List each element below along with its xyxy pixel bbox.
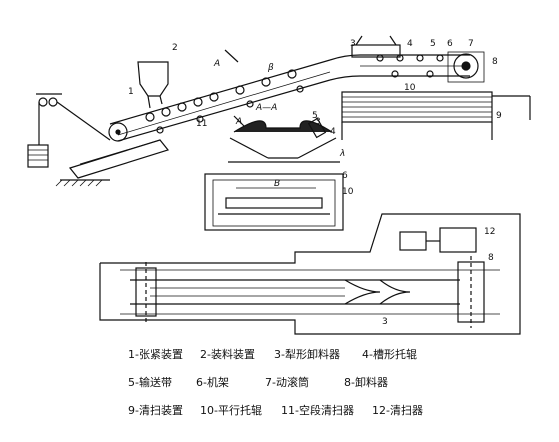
legend-item: 8-卸料器 (344, 376, 388, 389)
callout-7: 7 (468, 39, 474, 49)
callout-4-section: 4 (330, 127, 336, 137)
legend-row-2: 5-输送带 6-机架 7-动滚筒 8-卸料器 (0, 374, 559, 390)
tension-pulley-left (38, 97, 48, 107)
beta-label: β (267, 63, 274, 73)
callout-6-frame: 6 (342, 171, 348, 181)
callout-12: 12 (484, 227, 495, 237)
plan-frame (99, 213, 521, 335)
trough-idler-right (297, 137, 337, 159)
section-a-top-label: A (213, 59, 220, 69)
head-frame (447, 51, 485, 83)
width-b-label: B (274, 179, 280, 189)
trough-material (233, 120, 333, 133)
legend-item: 1-张紧装置 (128, 348, 183, 361)
reducer (439, 227, 477, 253)
callout-10: 10 (404, 83, 416, 93)
callout-3: 3 (350, 39, 356, 49)
legend-row-3: 9-清扫装置 10-平行托辊 11-空段清扫器 12-清扫器 (0, 402, 559, 418)
legend-row-1: 1-张紧装置 2-装料装置 3-犁形卸料器 4-槽形托辊 (0, 346, 559, 362)
counter-weight (27, 144, 49, 168)
callout-6: 6 (447, 39, 453, 49)
callout-8-plan: 8 (488, 253, 494, 263)
trough-idler-left (229, 137, 269, 159)
plan-view (99, 213, 521, 335)
callout-10-frame: 10 (342, 187, 354, 197)
convex-curve (329, 54, 361, 61)
legend-item: 9-清扫装置 (128, 404, 183, 417)
section-a-bottom-label: A (235, 117, 242, 127)
tail-frame (68, 139, 170, 179)
plough-v (344, 279, 381, 305)
callout-4: 4 (407, 39, 413, 49)
feed-hopper (137, 61, 169, 97)
legend-item: 7-动滚筒 (265, 376, 309, 389)
ground-hatch (55, 179, 103, 187)
frame-outer (204, 173, 344, 231)
callout-11: 11 (196, 119, 207, 129)
section-arrow-bottom (233, 115, 245, 127)
callout-8: 8 (492, 57, 498, 67)
legend-item: 10-平行托辊 (200, 404, 262, 417)
callout-9: 9 (496, 111, 502, 121)
frame-box (204, 173, 344, 231)
inclined-belt-upper (109, 59, 331, 125)
horizontal-idlers (376, 54, 444, 78)
tension-pulley-right (48, 97, 58, 107)
section-arrow-top (224, 49, 239, 63)
legend-item: 4-槽形托辊 (362, 348, 417, 361)
lambda-label: λ (339, 149, 345, 159)
legend-item: 3-犁形卸料器 (274, 348, 340, 361)
inclined-belt-return (117, 71, 331, 136)
inclined-idlers (145, 69, 304, 134)
drive-pulley (453, 53, 479, 79)
inclined-belt-lower (117, 79, 331, 142)
callout-5-section: 5 (312, 111, 318, 121)
parallel-idler (225, 197, 323, 209)
legend-item: 5-输送带 (128, 376, 172, 389)
legend-item: 11-空段清扫器 (281, 404, 354, 417)
callout-3-section: 3 (315, 117, 321, 127)
callout-2: 2 (172, 43, 178, 53)
plough-tripper (351, 44, 401, 58)
side-view (27, 35, 531, 187)
cross-section-view (228, 117, 340, 163)
section-title: A—A (255, 103, 277, 113)
legend-item: 6-机架 (196, 376, 229, 389)
legend-item: 12-清扫器 (372, 404, 423, 417)
motor (399, 231, 427, 251)
callout-3-plan: 3 (382, 317, 388, 327)
callout-1: 1 (128, 87, 134, 97)
tail-end-pulley (135, 267, 157, 317)
callout-5: 5 (430, 39, 436, 49)
callout-labels: 1 2 3 4 5 6 7 8 9 10 11 3 4 5 6 10 12 8 … (128, 39, 502, 327)
tension-rope (56, 101, 111, 141)
legend-item: 2-装料装置 (200, 348, 255, 361)
